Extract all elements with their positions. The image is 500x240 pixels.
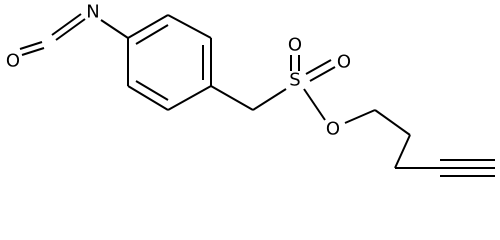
bond-n-ring [100, 19, 129, 39]
ring-bond-2 [167, 14, 212, 39]
ring-inner-bond-3 [135, 80, 169, 101]
bond-o-c-isocyanate-1 [21, 47, 45, 56]
bond-ring-ch2 [210, 85, 254, 111]
ring-inner-bond-1 [135, 24, 169, 45]
bond-ch2-ch2 [374, 109, 411, 136]
ring-bond-5 [127, 85, 169, 111]
atom-label-sulfonyl-sulfur: S [289, 70, 300, 91]
atom-label-ester-oxygen: O [326, 119, 340, 140]
bond-s-o-right-1 [305, 59, 332, 75]
atom-label-isocyanate-oxygen: O [6, 51, 20, 72]
bond-s-o-ester [303, 88, 326, 121]
bond-ch2-alkyne [394, 134, 411, 169]
ring-bond-1 [127, 14, 169, 39]
bonds [19, 13, 495, 177]
atom-labels: O N S O O O [6, 2, 351, 140]
atom-label-isocyanate-nitrogen: N [86, 2, 99, 23]
ring-bond-4 [167, 85, 212, 111]
bond-c-n-isocyanate-1 [55, 18, 86, 41]
bond-c-n-isocyanate-2 [51, 13, 82, 36]
bond-ch2-s [252, 88, 287, 111]
bond-o-ch2 [344, 109, 376, 124]
atom-label-sulfonyl-oxygen-upper: O [288, 35, 302, 56]
bond-o-c-isocyanate-2 [19, 41, 43, 50]
chemical-structure: O N S O O O [6, 2, 495, 177]
bond-s-o-right-2 [309, 66, 336, 82]
atom-label-sulfonyl-oxygen-right: O [337, 52, 351, 73]
